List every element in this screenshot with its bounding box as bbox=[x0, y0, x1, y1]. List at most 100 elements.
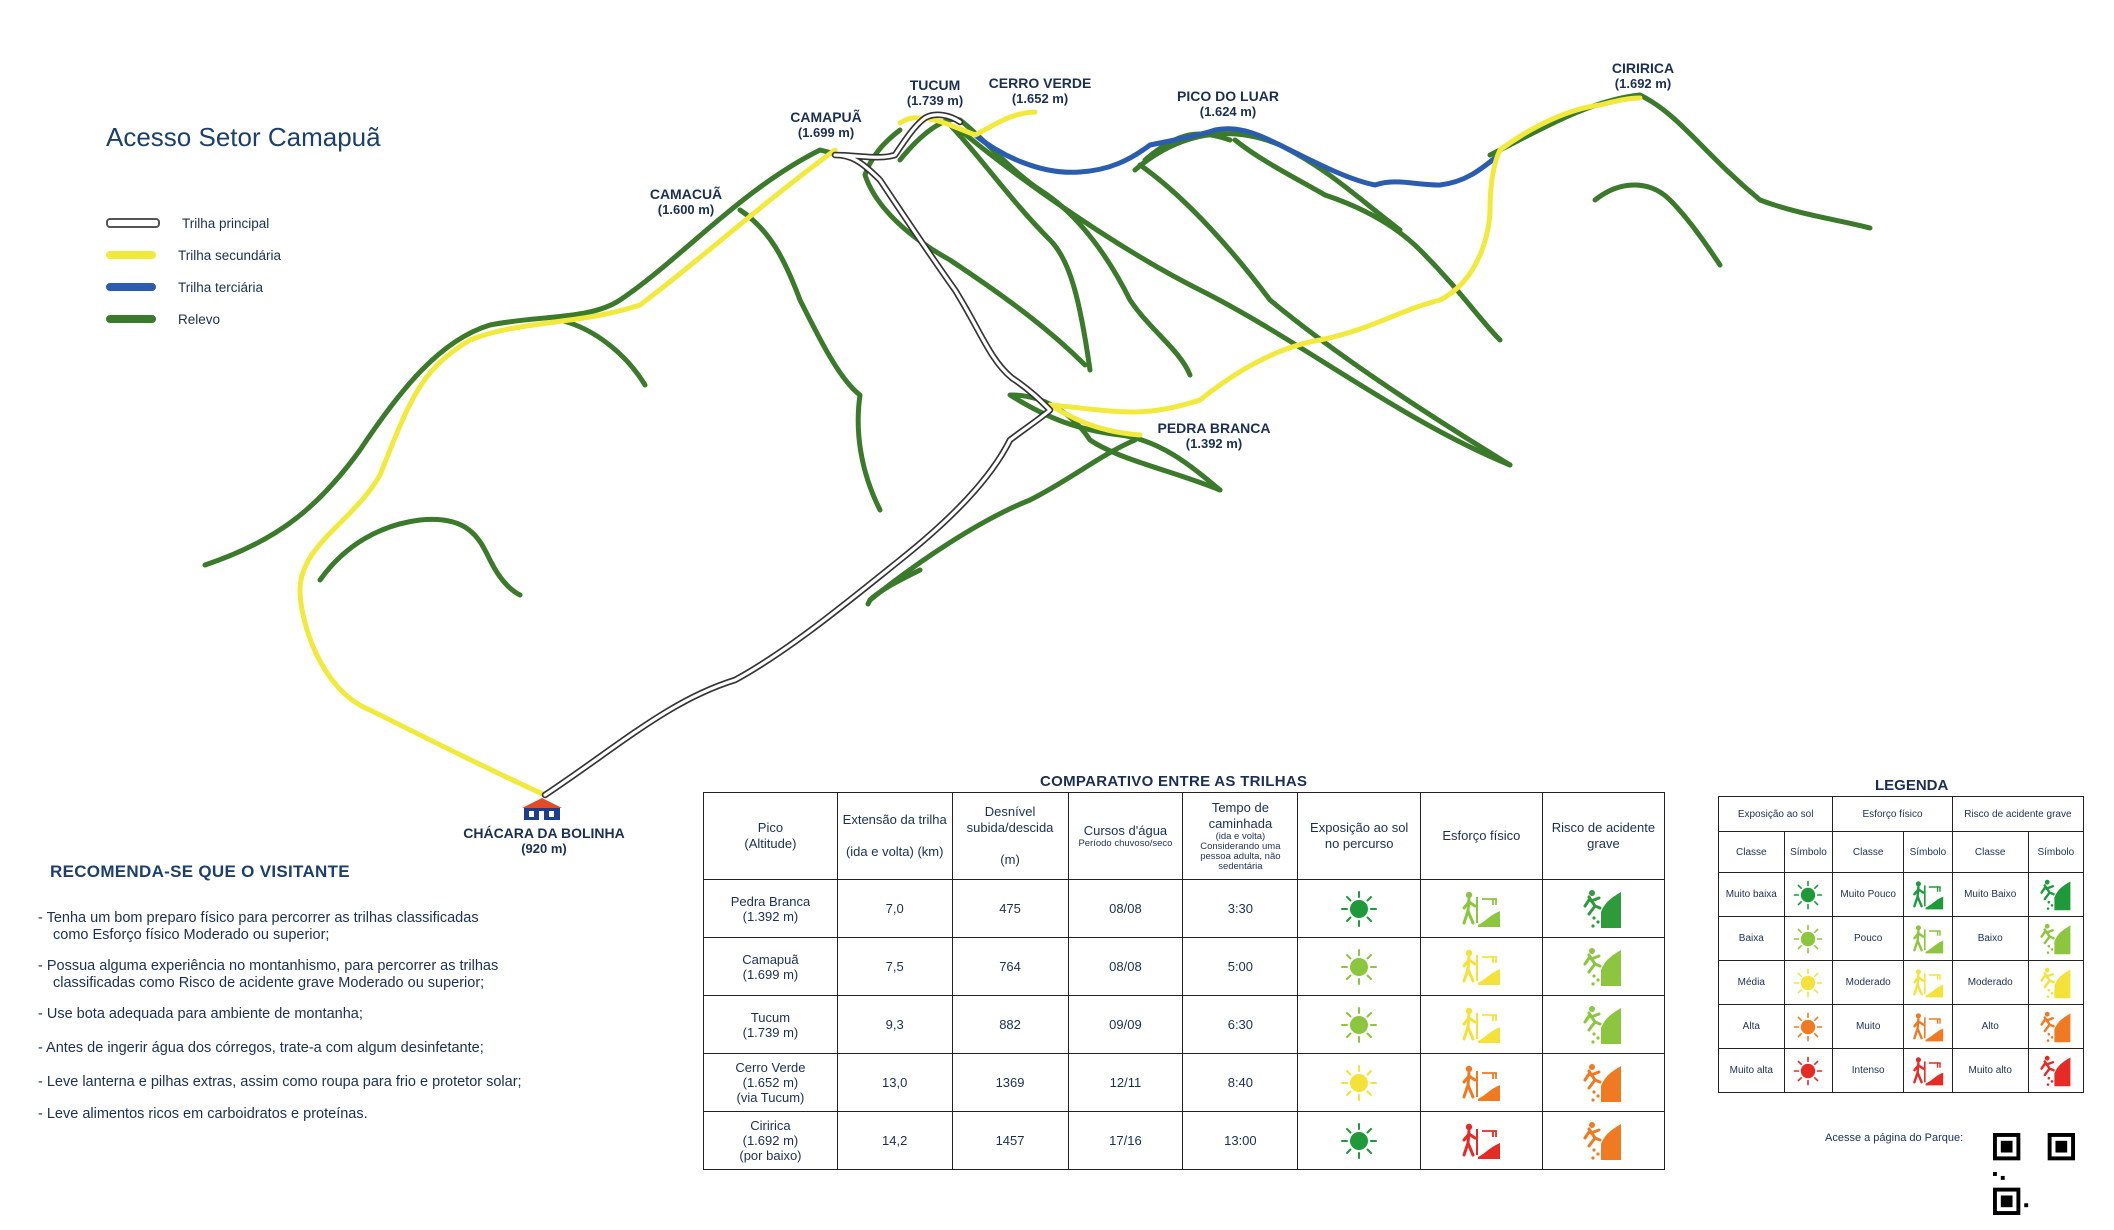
header-desnivel: Desnível subida/descida (m) bbox=[951, 792, 1069, 880]
hiker-icon bbox=[1462, 1123, 1501, 1159]
hiker-icon bbox=[1462, 949, 1501, 985]
peak-ciririca: CIRIRICA (1.692 m) bbox=[1612, 60, 1674, 92]
peak-altitude: (1.692 m) bbox=[1614, 76, 1672, 91]
cell-exposicao bbox=[1297, 995, 1421, 1054]
cell-esforco bbox=[1419, 995, 1543, 1054]
peak-name: PEDRA BRANCA bbox=[1157, 420, 1271, 436]
hiker-icon bbox=[1913, 924, 1944, 953]
cell-extensao: 7,5 bbox=[836, 937, 953, 996]
legend-effort-class: Moderado bbox=[1832, 960, 1905, 1005]
cell-exposicao bbox=[1297, 937, 1421, 996]
recommendation-line: - Leve lanterna e pilhas extras, assim c… bbox=[38, 1074, 522, 1090]
legend-effort-class: Pouco bbox=[1832, 916, 1905, 961]
cell-tempo: 13:00 bbox=[1182, 1111, 1299, 1170]
legend-sun-class: Baixa bbox=[1718, 916, 1785, 961]
peak-name: CAMAPUÃ bbox=[790, 109, 862, 125]
legend-risk-class: Alto bbox=[1951, 1004, 2029, 1049]
legend-row: Baixa Pouco Baixo bbox=[1718, 916, 2085, 961]
recommendation-item: - Possua alguma experiência no montanhis… bbox=[38, 958, 638, 992]
header-extensao: Extensão da trilha (ida e volta) (km) bbox=[836, 792, 953, 880]
recommendation-line: como Esforço físico Moderado ou superior… bbox=[53, 927, 330, 943]
peak-camapua: CAMAPUÃ (1.699 m) bbox=[790, 109, 862, 141]
header-sub: (Altitude) bbox=[744, 836, 797, 851]
cell-exposicao bbox=[1297, 1111, 1421, 1170]
header-sub: (ida e volta) (km) bbox=[845, 844, 944, 859]
legend-tertiary-trail: Trilha terciária bbox=[106, 277, 263, 297]
legend-sun-symbol bbox=[1783, 960, 1834, 1005]
pico-text: (1.739 m) bbox=[742, 1024, 799, 1040]
comparison-table: Pico (Altitude) Extensão da trilha (ida … bbox=[703, 792, 1666, 1170]
sun-icon bbox=[1341, 1006, 1378, 1043]
cell-exposicao bbox=[1297, 879, 1421, 938]
cell-extensao: 13,0 bbox=[836, 1053, 953, 1112]
legend-effort-class: Intenso bbox=[1832, 1048, 1905, 1093]
pico-text: (1.692 m) bbox=[742, 1133, 799, 1148]
recommendation-item: - Tenha um bom preparo físico para perco… bbox=[38, 910, 638, 944]
recommendations-title: RECOMENDA-SE QUE O VISITANTE bbox=[50, 862, 350, 881]
legend-col-simbolo: Símbolo bbox=[1783, 831, 1834, 873]
recommendation-item: - Leve lanterna e pilhas extras, assim c… bbox=[38, 1074, 638, 1091]
header-note: Considerando uma pessoa adulta, não sede… bbox=[1200, 841, 1281, 872]
falling-climber-icon bbox=[2040, 1055, 2071, 1086]
cell-esforco bbox=[1419, 1111, 1543, 1170]
legend-row: Média Moderado Moderado bbox=[1718, 960, 2085, 1005]
hiker-icon bbox=[1462, 1007, 1501, 1043]
header-sub: Período chuvoso/seco bbox=[1078, 838, 1173, 849]
peak-tucum: TUCUM (1.739 m) bbox=[907, 77, 963, 109]
header-tempo: Tempo de caminhada (ida e volta) Conside… bbox=[1182, 792, 1299, 880]
cell-risco bbox=[1541, 879, 1666, 938]
cell-desnivel: 1369 bbox=[951, 1053, 1069, 1112]
qr-code-icon[interactable] bbox=[1993, 1133, 2075, 1215]
legend-risk-class: Moderado bbox=[1951, 960, 2029, 1005]
sun-icon bbox=[1794, 1056, 1823, 1085]
peak-cerro-verde: CERRO VERDE (1.652 m) bbox=[989, 75, 1092, 107]
recommendation-item: - Antes de ingerir água dos córregos, tr… bbox=[38, 1040, 638, 1057]
main-trail bbox=[541, 111, 1054, 799]
pico-text: (1.652 m) bbox=[742, 1075, 799, 1090]
secondary-trail-swatch bbox=[106, 251, 156, 259]
recommendation-item: - Leve alimentos ricos em carboidratos e… bbox=[38, 1106, 638, 1123]
cell-exposicao bbox=[1297, 1053, 1421, 1112]
legend-risk-class: Baixo bbox=[1951, 916, 2029, 961]
falling-climber-icon bbox=[1583, 947, 1622, 986]
header-text: Exposição ao sol no percurso bbox=[1310, 820, 1409, 851]
cell-extensao: 7,0 bbox=[836, 879, 953, 938]
cell-desnivel: 882 bbox=[951, 995, 1069, 1054]
hiker-icon bbox=[1913, 880, 1944, 909]
cell-risco bbox=[1541, 995, 1666, 1054]
legend-label: Trilha principal bbox=[182, 215, 270, 231]
recommendation-line: - Use bota adequada para ambiente de mon… bbox=[38, 1006, 363, 1022]
legend-sun-symbol bbox=[1783, 872, 1834, 917]
cell-tempo: 6:30 bbox=[1182, 995, 1299, 1054]
sun-icon bbox=[1794, 924, 1823, 953]
legend-sun-symbol bbox=[1783, 1048, 1834, 1093]
peak-altitude: (1.624 m) bbox=[1199, 104, 1257, 119]
pico-text: Camapuã bbox=[742, 951, 799, 967]
cell-pico: Camapuã(1.699 m) bbox=[703, 937, 838, 996]
cell-cursos: 08/08 bbox=[1067, 879, 1184, 938]
comparison-title: COMPARATIVO ENTRE AS TRILHAS bbox=[1040, 773, 1308, 790]
cell-desnivel: 764 bbox=[951, 937, 1069, 996]
legend-col-classe: Classe bbox=[1951, 831, 2029, 873]
legend-relief: Relevo bbox=[106, 309, 220, 329]
legend-sun-class: Média bbox=[1718, 960, 1785, 1005]
header-pico: Pico (Altitude) bbox=[703, 792, 838, 880]
recommendation-line: classificadas como Risco de acidente gra… bbox=[53, 975, 485, 991]
sun-icon bbox=[1341, 948, 1378, 985]
header-text: Extensão da trilha bbox=[842, 812, 947, 827]
pico-text: (via Tucum) bbox=[736, 1090, 805, 1105]
header-text: Risco de acidente grave bbox=[1551, 820, 1656, 851]
legend-main-trail: Trilha principal bbox=[106, 213, 269, 233]
legend-label: Relevo bbox=[178, 311, 221, 327]
falling-climber-icon bbox=[2040, 1011, 2071, 1042]
legend-risk-symbol bbox=[2027, 1004, 2085, 1049]
cell-risco bbox=[1541, 1111, 1666, 1170]
secondary-trail bbox=[297, 95, 1643, 798]
legend-group-risk: Risco de acidente grave bbox=[1951, 796, 2085, 832]
cell-pico: Pedra Branca(1.392 m) bbox=[703, 879, 838, 938]
tertiary-trail bbox=[972, 126, 1498, 188]
